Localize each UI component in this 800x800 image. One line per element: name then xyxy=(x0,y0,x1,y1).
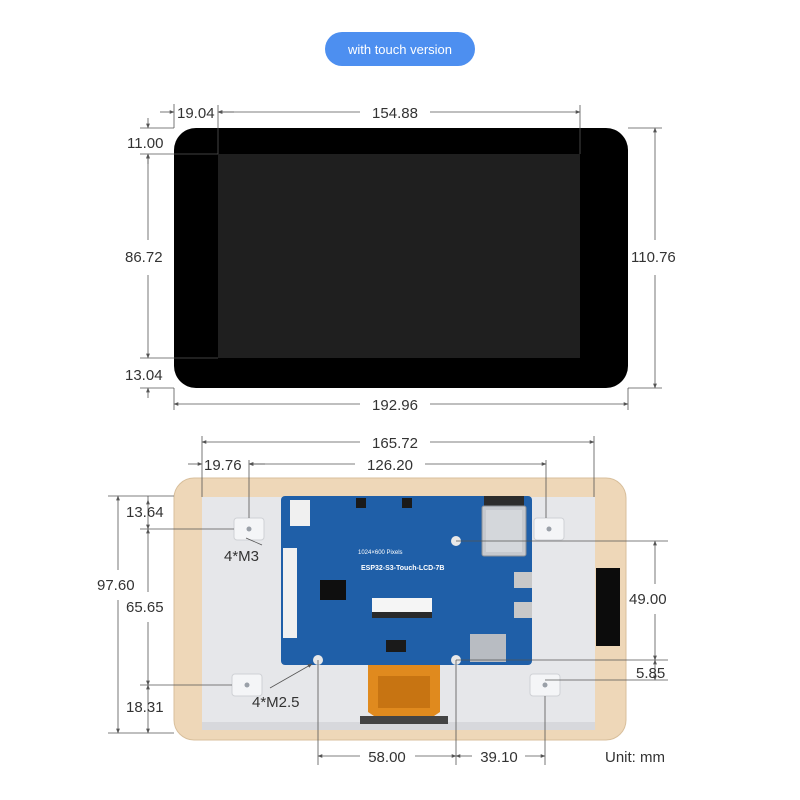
back-hole-vertical-label: 65.65 xyxy=(126,599,164,616)
back-pcb-span-label: 126.20 xyxy=(367,457,413,474)
side-connector xyxy=(596,568,620,646)
front-bottom-border-label: 13.04 xyxy=(125,367,163,384)
back-hole-span-label: 165.72 xyxy=(372,435,418,452)
back-view: 1024×600 Pixels ESP32-S3-Touch-LCD-7B xyxy=(97,435,668,766)
back-right-small-label: 5.85 xyxy=(636,665,665,682)
fpc-connector xyxy=(372,598,432,612)
front-view: 19.04 154.88 11.00 86.72 13.04 110.76 19… xyxy=(125,104,676,414)
pcb-resolution-text: 1024×600 Pixels xyxy=(358,550,403,556)
back-right-height-label: 49.00 xyxy=(629,591,667,608)
front-top-border-label: 11.00 xyxy=(127,135,163,152)
front-screen-width-label: 154.88 xyxy=(372,105,418,122)
m3-hole-label: 4*M3 xyxy=(224,548,259,565)
unit-label: Unit: mm xyxy=(605,749,665,766)
back-left-offset-label: 19.76 xyxy=(204,457,242,474)
version-badge: with touch version xyxy=(325,32,475,66)
back-total-height-label: 97.60 xyxy=(97,577,135,594)
back-bottom-right-label: 39.10 xyxy=(480,749,518,766)
back-top-offset-label: 13.64 xyxy=(126,504,164,521)
pcb-board xyxy=(281,496,532,665)
back-bottom-left-label: 58.00 xyxy=(368,749,406,766)
sd-slot xyxy=(470,634,506,662)
front-screen-height-label: 86.72 xyxy=(125,249,163,266)
front-left-border-label: 19.04 xyxy=(177,105,215,122)
m25-hole-label: 4*M2.5 xyxy=(252,694,300,711)
front-screen xyxy=(218,154,580,358)
front-total-height-label: 110.76 xyxy=(631,249,676,266)
back-bottom-offset-label: 18.31 xyxy=(126,699,164,716)
pcb-model-text: ESP32-S3-Touch-LCD-7B xyxy=(361,565,445,572)
front-total-width-label: 192.96 xyxy=(372,397,418,414)
